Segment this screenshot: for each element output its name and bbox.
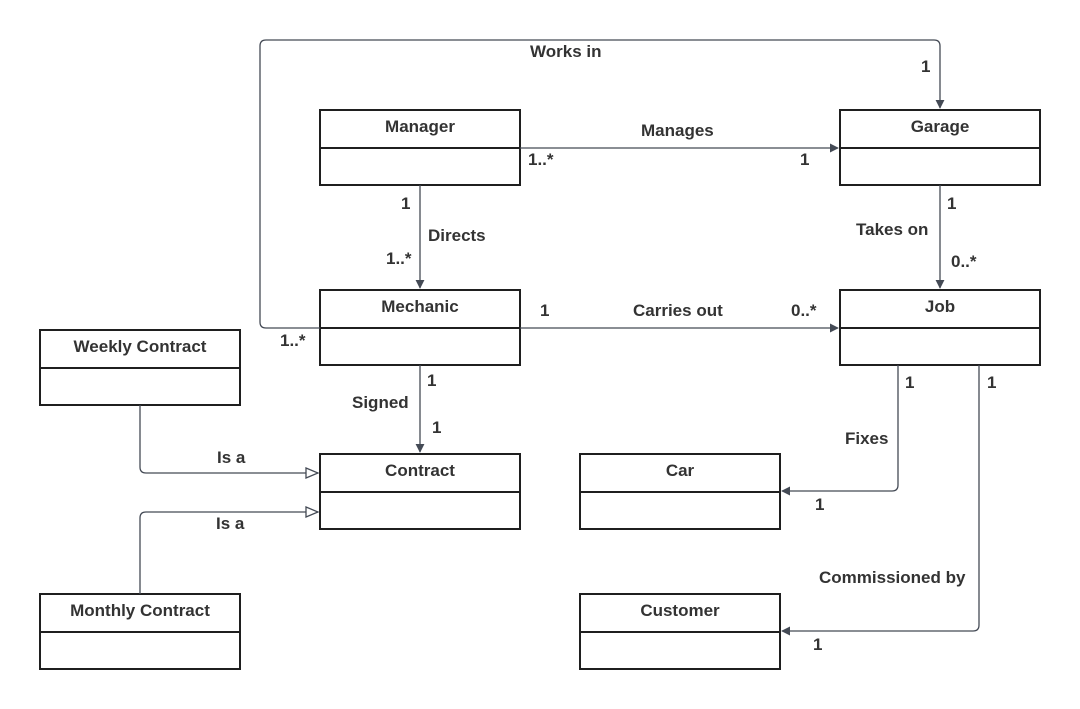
commissioned-by-label: Commissioned by <box>819 568 966 587</box>
class-car[interactable]: Car <box>579 453 781 530</box>
weekly-is-a-connector[interactable] <box>139 405 318 473</box>
carries-out-job-multiplicity: 0..* <box>791 301 817 320</box>
monthly-is-a-label: Is a <box>216 514 245 533</box>
manages-label: Manages <box>641 121 714 140</box>
class-monthly-contract[interactable]: Monthly Contract <box>39 593 241 670</box>
commissioned-by-customer-multiplicity: 1 <box>813 635 822 654</box>
commissioned-by-job-multiplicity: 1 <box>987 373 996 392</box>
fixes-job-multiplicity: 1 <box>905 373 914 392</box>
signed-mechanic-multiplicity: 1 <box>427 371 436 390</box>
directs-mechanic-multiplicity: 1..* <box>386 249 412 268</box>
class-garage-name: Garage <box>911 117 970 136</box>
class-mechanic-name: Mechanic <box>381 297 458 316</box>
fixes-connector[interactable] <box>781 365 899 496</box>
class-customer[interactable]: Customer <box>579 593 781 670</box>
class-job[interactable]: Job <box>839 289 1041 366</box>
signed-label: Signed <box>352 393 409 412</box>
takes-on-label: Takes on <box>856 220 928 239</box>
works-in-garage-multiplicity: 1 <box>921 57 930 76</box>
manages-garage-multiplicity: 1 <box>800 150 809 169</box>
monthly-is-a-connector[interactable] <box>139 512 318 594</box>
carries-out-mechanic-multiplicity: 1 <box>540 301 549 320</box>
directs-label: Directs <box>428 226 486 245</box>
works-in-label: Works in <box>530 42 601 61</box>
works-in-mechanic-multiplicity: 1..* <box>280 331 306 350</box>
directs-manager-multiplicity: 1 <box>401 194 410 213</box>
class-manager[interactable]: Manager <box>319 109 521 186</box>
class-contract[interactable]: Contract <box>319 453 521 530</box>
works-in-connector[interactable] <box>259 39 945 329</box>
class-garage[interactable]: Garage <box>839 109 1041 186</box>
signed-contract-multiplicity: 1 <box>432 418 441 437</box>
class-weekly-contract[interactable]: Weekly Contract <box>39 329 241 406</box>
class-customer-name: Customer <box>640 601 720 620</box>
carries-out-label: Carries out <box>633 301 723 320</box>
class-contract-name: Contract <box>385 461 455 480</box>
class-car-name: Car <box>666 461 695 480</box>
fixes-car-multiplicity: 1 <box>815 495 824 514</box>
weekly-is-a-label: Is a <box>217 448 246 467</box>
manages-manager-multiplicity: 1..* <box>528 150 554 169</box>
class-job-name: Job <box>925 297 955 316</box>
class-mechanic[interactable]: Mechanic <box>319 289 521 366</box>
takes-on-job-multiplicity: 0..* <box>951 252 977 271</box>
takes-on-garage-multiplicity: 1 <box>947 194 956 213</box>
class-monthly-contract-name: Monthly Contract <box>70 601 210 620</box>
commissioned-by-connector[interactable] <box>781 365 980 636</box>
class-weekly-contract-name: Weekly Contract <box>74 337 207 356</box>
class-manager-name: Manager <box>385 117 455 136</box>
fixes-label: Fixes <box>845 429 888 448</box>
